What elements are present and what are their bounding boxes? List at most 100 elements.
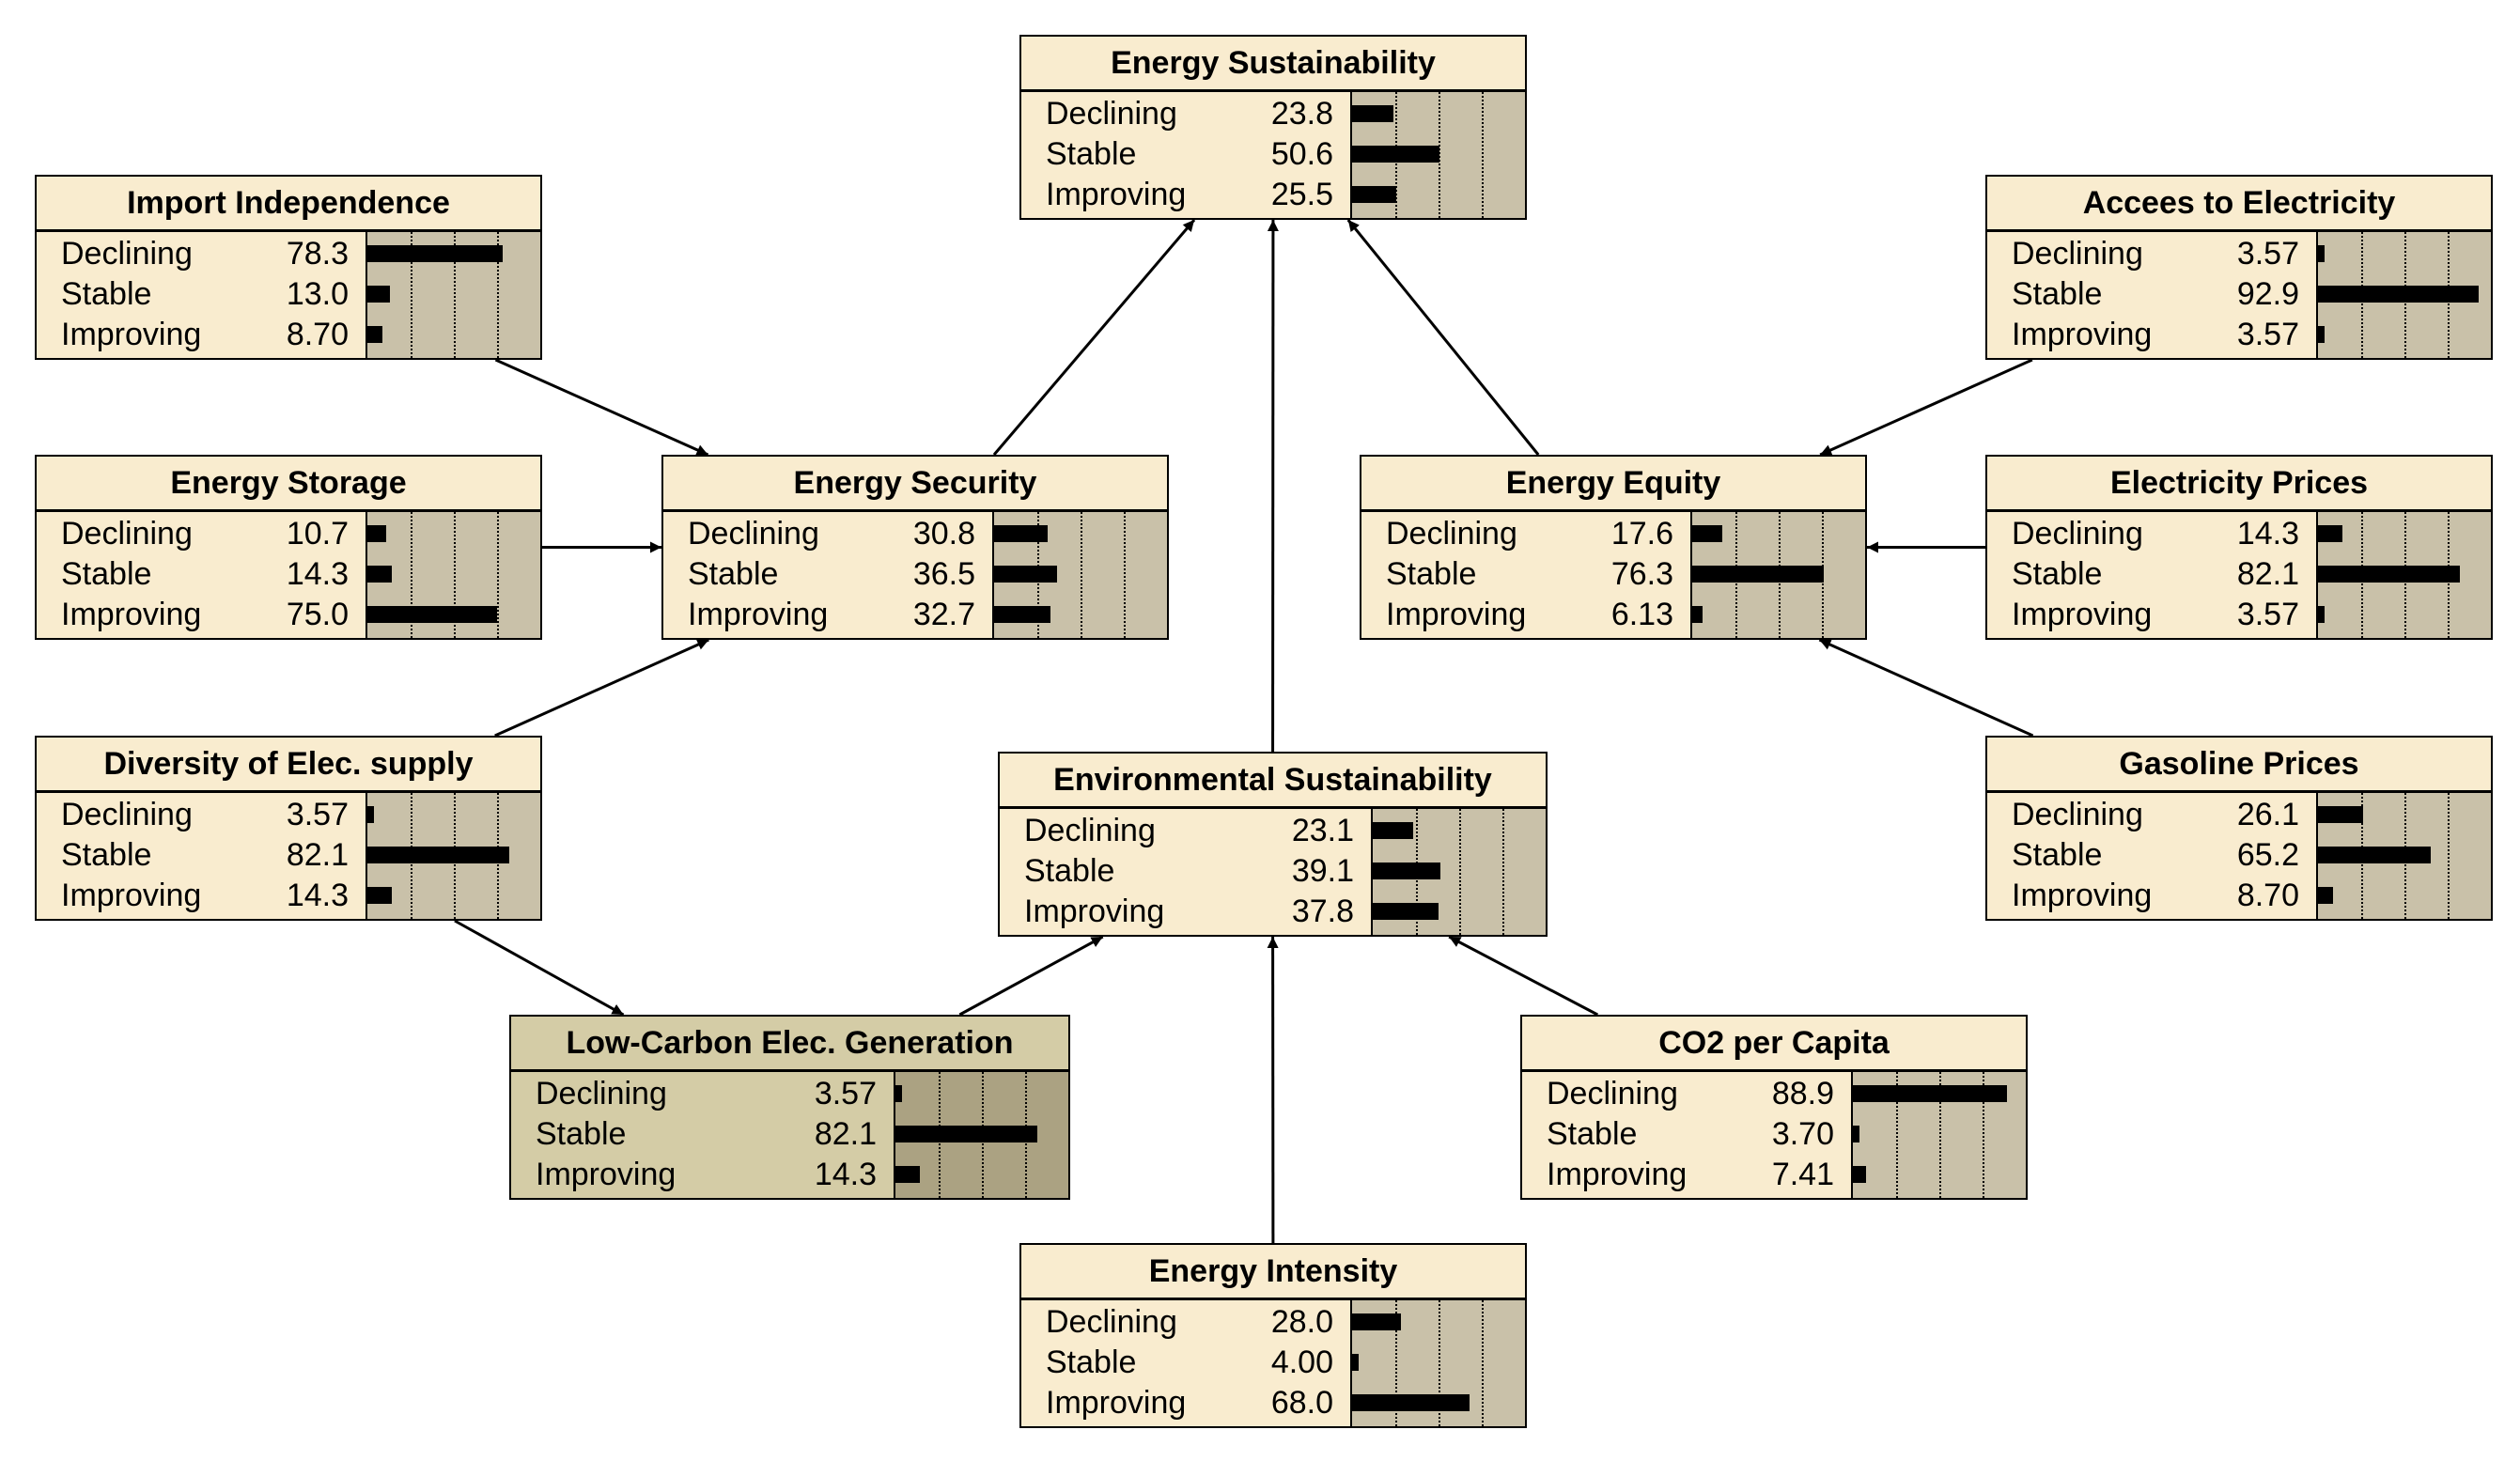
belief-bar-declining xyxy=(1352,105,1393,122)
node-title: Gasoline Prices xyxy=(1987,738,2491,793)
belief-bar-stable xyxy=(1373,863,1440,879)
state-label: Improving xyxy=(2012,597,2153,632)
state-label: Stable xyxy=(61,276,152,312)
state-row-stable: Stable 13.0 xyxy=(37,274,366,315)
state-label: Declining xyxy=(2012,516,2143,552)
belief-bar-improving xyxy=(1692,606,1703,623)
bar-gridline xyxy=(1459,809,1461,935)
state-value: 37.8 xyxy=(1291,894,1354,929)
state-label: Improving xyxy=(61,878,202,913)
belief-bar-improving xyxy=(1352,186,1396,203)
state-value: 17.6 xyxy=(1610,516,1673,552)
state-label: Improving xyxy=(2012,317,2153,352)
state-label: Improving xyxy=(2012,878,2153,913)
node-title: Energy Sustainability xyxy=(1021,37,1525,92)
edge-import-to-security xyxy=(494,358,709,457)
bar-gridline xyxy=(1395,1300,1397,1426)
state-label: Stable xyxy=(2012,837,2103,873)
state-row-improving: Improving 37.8 xyxy=(1000,892,1371,932)
belief-bar-stable xyxy=(994,566,1057,583)
state-value: 3.57 xyxy=(2236,236,2299,272)
state-value: 32.7 xyxy=(912,597,975,632)
state-value: 3.57 xyxy=(2236,317,2299,352)
state-label: Declining xyxy=(61,797,193,832)
belief-bar-improving xyxy=(367,606,497,623)
state-value: 8.70 xyxy=(286,317,349,352)
state-row-stable: Stable 82.1 xyxy=(511,1114,894,1155)
state-value: 88.9 xyxy=(1771,1076,1834,1111)
node-title: Energy Equity xyxy=(1361,457,1865,512)
state-row-improving: Improving 3.57 xyxy=(1987,595,2316,635)
belief-bar-declining xyxy=(367,525,386,542)
bar-gridline xyxy=(411,512,412,638)
state-row-improving: Improving 32.7 xyxy=(663,595,992,635)
edge-gasoline-to-equity xyxy=(1818,638,2034,738)
state-row-improving: Improving 14.3 xyxy=(37,876,366,916)
belief-bar-improving xyxy=(2318,887,2333,904)
state-value: 13.0 xyxy=(286,276,349,312)
state-label: Declining xyxy=(61,516,193,552)
state-label: Stable xyxy=(1046,1344,1137,1380)
belief-bar-stable xyxy=(1352,1354,1359,1371)
belief-bar-declining xyxy=(367,806,374,823)
node-title: Environmental Sustainability xyxy=(1000,754,1546,809)
state-label: Stable xyxy=(536,1116,627,1152)
state-value: 23.8 xyxy=(1270,96,1333,132)
node-title: Electricity Prices xyxy=(1987,457,2491,512)
state-value: 14.3 xyxy=(286,878,349,913)
belief-bar-stable xyxy=(1692,566,1824,583)
state-label: Stable xyxy=(1046,136,1137,172)
belief-bar-declining xyxy=(1853,1085,2007,1102)
belief-bar-improving xyxy=(895,1166,920,1183)
belief-bar-improving xyxy=(994,606,1050,623)
node-title: Low-Carbon Elec. Generation xyxy=(511,1017,1068,1072)
state-label: Declining xyxy=(1046,1304,1177,1340)
belief-bar-declining xyxy=(2318,245,2325,262)
state-label: Improving xyxy=(1024,894,1165,929)
bar-gridline xyxy=(1439,92,1440,218)
bar-gridline xyxy=(2448,793,2450,919)
state-value: 75.0 xyxy=(286,597,349,632)
state-label: Stable xyxy=(61,556,152,592)
edge-lowcarbon-to-envsust xyxy=(958,935,1104,1017)
state-label: Stable xyxy=(1547,1116,1638,1152)
state-label: Improving xyxy=(1046,177,1187,212)
state-value: 3.57 xyxy=(2236,597,2299,632)
state-value: 23.1 xyxy=(1291,813,1354,848)
belief-bar-panel xyxy=(366,512,540,638)
bar-gridline xyxy=(1124,512,1126,638)
state-value: 25.5 xyxy=(1270,177,1333,212)
state-label: Improving xyxy=(688,597,829,632)
belief-bar-declining xyxy=(895,1085,902,1102)
state-label: Declining xyxy=(688,516,819,552)
state-value: 3.57 xyxy=(286,797,349,832)
bar-gridline xyxy=(497,232,499,358)
state-value: 3.57 xyxy=(814,1076,877,1111)
bar-gridline xyxy=(1983,1072,1984,1198)
bar-gridline xyxy=(1439,1300,1440,1426)
state-value: 82.1 xyxy=(814,1116,877,1152)
